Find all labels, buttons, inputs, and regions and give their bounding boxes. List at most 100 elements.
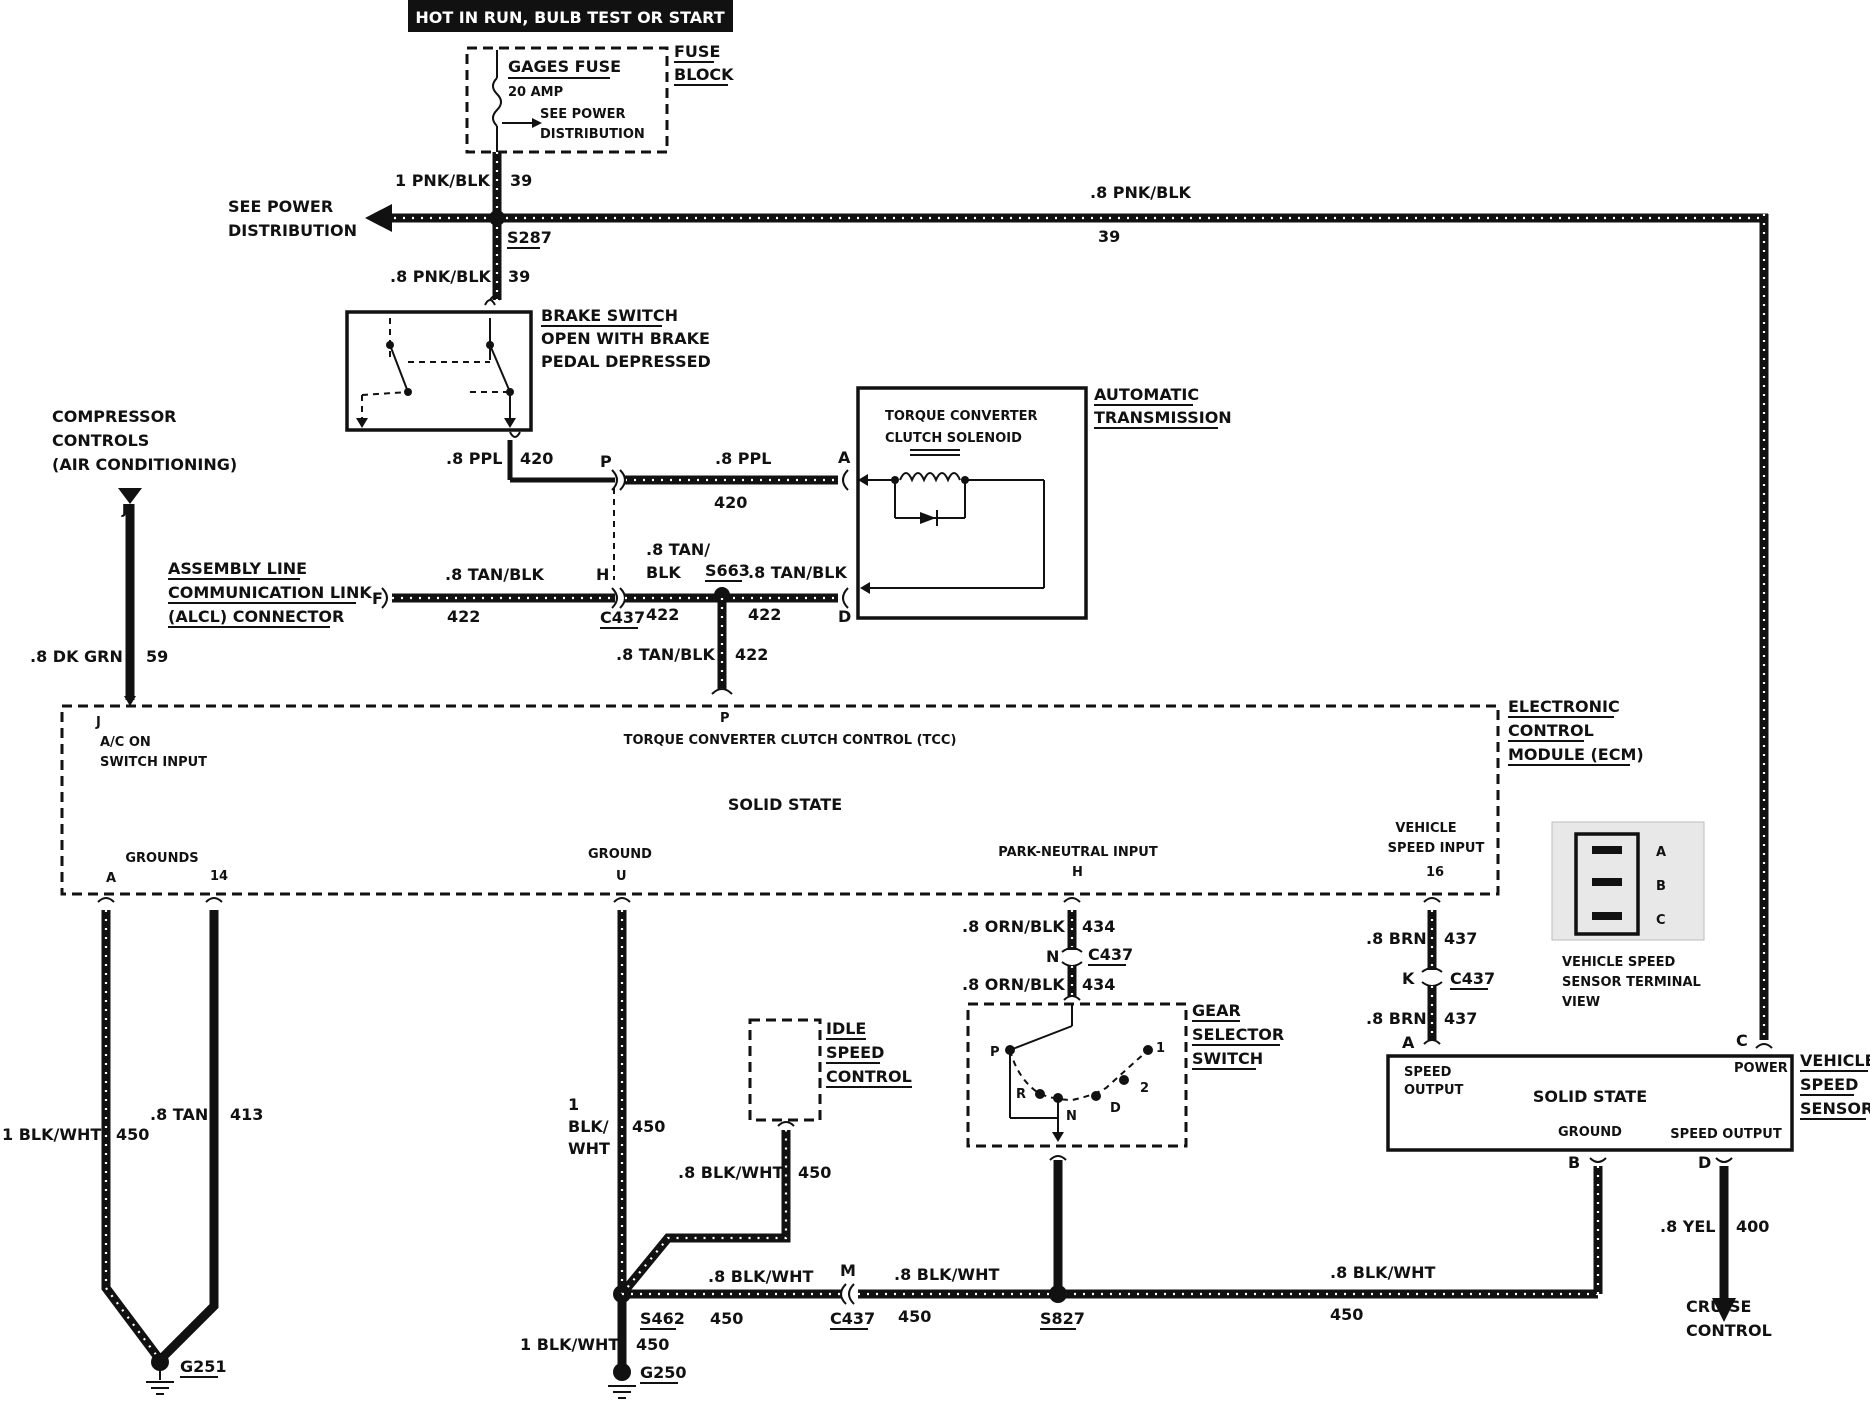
connector-c437-label: C437 [600,608,645,627]
svg-text:1 BLK/WHT: 1 BLK/WHT [2,1125,101,1144]
svg-text:.8 DK GRN: .8 DK GRN [30,647,123,666]
svg-text:TORQUE CONVERTER: TORQUE CONVERTER [885,409,1038,424]
cruise-control-wire [1712,1166,1736,1322]
see-power-distribution: SEE POWER [228,197,333,216]
svg-text:SENSOR: SENSOR [1800,1099,1870,1118]
svg-text:B: B [1656,879,1666,894]
svg-text:SWITCH: SWITCH [1192,1049,1263,1068]
svg-text:.8 BRN: .8 BRN [1366,1009,1427,1028]
svg-text:39: 39 [510,171,532,190]
svg-text:CONTROLS: CONTROLS [52,431,149,450]
power-source-label: HOT IN RUN, BULB TEST OR START [408,0,733,32]
ground-g251-dot [151,1353,169,1371]
svg-text:P: P [720,711,730,726]
svg-text:.8 TAN/: .8 TAN/ [646,540,710,559]
svg-text:.8 TAN/BLK: .8 TAN/BLK [445,565,544,584]
gages-fuse-label: GAGES FUSE [508,57,621,76]
svg-text:M: M [840,1261,856,1280]
svg-text:420: 420 [714,493,747,512]
splice-s287-dot [489,210,505,226]
svg-text:.8 BLK/WHT: .8 BLK/WHT [708,1267,813,1286]
svg-text:PARK-NEUTRAL INPUT: PARK-NEUTRAL INPUT [998,845,1158,860]
svg-text:450: 450 [116,1125,149,1144]
svg-text:H: H [1072,865,1083,880]
ecm-solid-state: SOLID STATE [728,795,842,814]
svg-text:.8 PNK/BLK: .8 PNK/BLK [1090,183,1192,202]
svg-text:(ALCL) CONNECTOR: (ALCL) CONNECTOR [168,607,344,626]
ecm-module: J A/C ON SWITCH INPUT P TORQUE CONVERTER… [60,704,1500,896]
svg-text:434: 434 [1082,917,1115,936]
svg-text:.8 BLK/WHT: .8 BLK/WHT [1330,1263,1435,1282]
compressor-connector-icon [118,488,142,504]
tcc-label: TORQUE CONVERTER CLUTCH CONTROL (TCC) [624,733,957,748]
svg-text:59: 59 [146,647,168,666]
svg-text:B: B [1568,1153,1580,1172]
vss-terminal-view: A B C [1551,821,1705,941]
svg-text:N: N [1066,1109,1077,1124]
arrow-right-icon [532,118,542,128]
svg-text:437: 437 [1444,929,1477,948]
svg-text:VEHICLE: VEHICLE [1395,821,1456,836]
compressor-wire [118,488,142,706]
svg-text:HOT IN RUN, BULB TEST OR START: HOT IN RUN, BULB TEST OR START [415,8,724,27]
svg-text:MODULE (ECM): MODULE (ECM) [1508,745,1644,764]
svg-text:SELECTOR: SELECTOR [1192,1025,1284,1044]
svg-text:GROUND: GROUND [1558,1125,1622,1140]
vss-solid-state: SOLID STATE [1533,1087,1647,1106]
svg-text:SPEED: SPEED [1404,1065,1452,1080]
svg-text:1: 1 [1156,1041,1165,1056]
cruise-control-label: CRUISE [1686,1297,1751,1316]
ground-g251-label: G251 [180,1357,227,1376]
svg-text:N: N [1046,947,1059,966]
svg-text:R: R [1016,1087,1026,1102]
svg-text:SPEED INPUT: SPEED INPUT [1388,841,1485,856]
svg-text:450: 450 [1330,1305,1363,1324]
svg-text:POWER: POWER [1734,1061,1788,1076]
svg-text:BLK: BLK [646,563,681,582]
svg-text:1 PNK/BLK: 1 PNK/BLK [395,171,490,190]
svg-text:400: 400 [1736,1217,1769,1236]
svg-text:.8 PPL: .8 PPL [446,449,502,468]
svg-text:413: 413 [230,1105,263,1124]
alcl-connector-label: ASSEMBLY LINE [168,559,307,578]
svg-text:BLK/: BLK/ [568,1117,609,1136]
svg-text:1: 1 [568,1095,579,1114]
connector-n-icon [1061,947,1083,967]
ecm-title: ELECTRONIC [1508,697,1620,716]
svg-text:434: 434 [1082,975,1115,994]
svg-text:C437: C437 [830,1309,875,1328]
svg-text:.8 TAN: .8 TAN [150,1105,208,1124]
svg-text:BLOCK: BLOCK [674,65,734,84]
svg-text:450: 450 [798,1163,831,1182]
fuse-block-title: FUSE [674,42,720,61]
svg-text:C: C [1656,913,1666,928]
gear-selector-title: GEAR [1192,1001,1241,1020]
svg-text:.8 ORN/BLK: .8 ORN/BLK [962,975,1065,994]
svg-text:DISTRIBUTION: DISTRIBUTION [228,221,357,240]
svg-text:C437: C437 [1450,969,1495,988]
fuse-icon [492,77,502,127]
svg-text:J: J [121,503,127,518]
svg-text:422: 422 [447,607,480,626]
svg-text:C437: C437 [1088,945,1133,964]
splice-s827-label: S827 [1040,1309,1085,1328]
svg-text:39: 39 [508,267,530,286]
svg-text:OPEN WITH BRAKE: OPEN WITH BRAKE [541,329,710,348]
svg-text:420: 420 [520,449,553,468]
park-neutral-wire [1061,897,1083,1001]
svg-text:SWITCH INPUT: SWITCH INPUT [100,755,207,770]
connector-m-icon [840,1283,855,1305]
svg-text:DISTRIBUTION: DISTRIBUTION [540,127,645,142]
ground-g250-label: G250 [640,1363,687,1382]
idle-speed-control-label: IDLE [826,1019,866,1038]
svg-text:.8 PNK/BLK: .8 PNK/BLK [390,267,492,286]
svg-text:SENSOR TERMINAL: SENSOR TERMINAL [1562,975,1701,990]
svg-text:A: A [1402,1033,1415,1052]
svg-text:SPEED: SPEED [1800,1075,1858,1094]
svg-text:.8 TAN/BLK: .8 TAN/BLK [616,645,715,664]
svg-text:.8 BLK/WHT: .8 BLK/WHT [894,1265,999,1284]
svg-text:OUTPUT: OUTPUT [1404,1083,1464,1098]
svg-text:2: 2 [1140,1081,1149,1096]
svg-text:A: A [106,871,116,886]
